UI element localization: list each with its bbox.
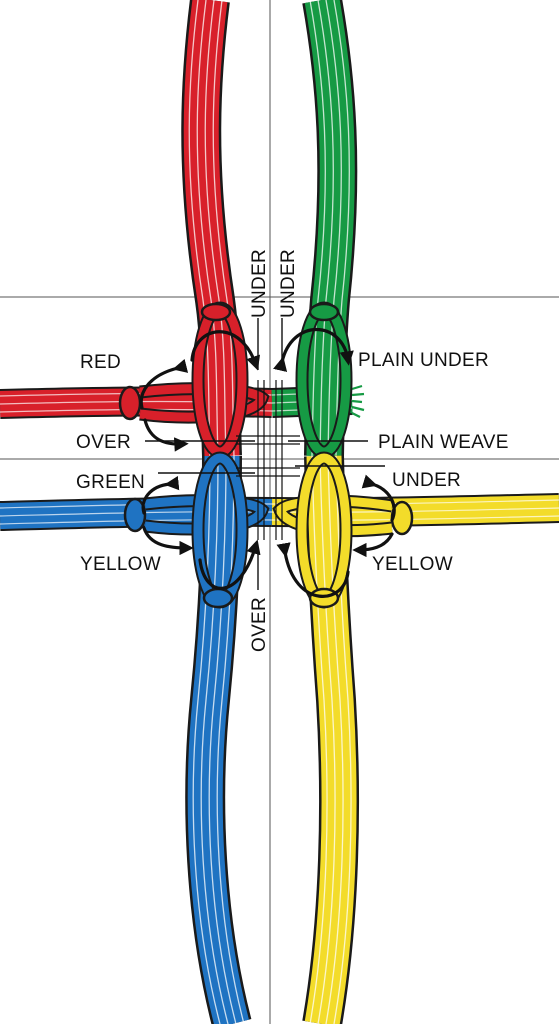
- label-plain-weave: PLAIN WEAVE: [378, 432, 509, 453]
- blue-vertical-strand: [185, 455, 252, 1024]
- yellow-vertical-strand: [302, 455, 360, 1024]
- arrow-red-bottom: [143, 418, 189, 452]
- arrow-yellow-bottom: [276, 542, 350, 598]
- arrow-red-left: [139, 358, 189, 410]
- label-under-vertical-left: UNDER: [249, 249, 270, 318]
- arrow-blue-left: [141, 475, 180, 515]
- arrow-green-top: [273, 327, 354, 373]
- label-under-right: UNDER: [392, 470, 461, 491]
- label-red: RED: [80, 352, 121, 373]
- green-vertical-strand: [302, 0, 358, 457]
- label-over-vertical: OVER: [249, 597, 270, 652]
- direction-arrows: [139, 327, 396, 598]
- label-plain-under: PLAIN UNDER: [358, 350, 489, 371]
- label-yellow-right: YELLOW: [372, 554, 453, 575]
- label-under-vertical-right: UNDER: [278, 249, 299, 318]
- label-green: GREEN: [76, 472, 145, 493]
- arrow-blue-bottom: [198, 539, 261, 590]
- arrow-red-top: [190, 330, 261, 371]
- arrow-yellow-right: [361, 474, 396, 522]
- arrow-yellow-bottom-right: [352, 532, 394, 558]
- label-over-left: OVER: [76, 432, 131, 453]
- arrow-blue-bottom-left: [142, 526, 194, 556]
- weave-grid: [236, 380, 300, 540]
- red-vertical-strand: [181, 0, 242, 457]
- label-yellow-left: YELLOW: [80, 554, 161, 575]
